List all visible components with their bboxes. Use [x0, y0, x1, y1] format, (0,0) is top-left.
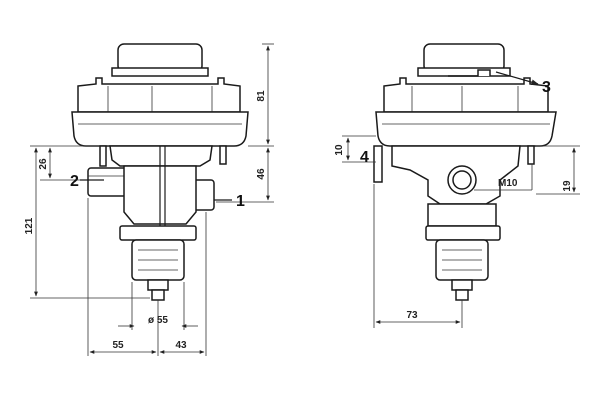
callout-2: 2 [70, 173, 79, 190]
dim-43: 43 [175, 340, 187, 351]
dimension-labels: 81 46 26 121 55 43 ø 55 10 19 73 M10 [24, 90, 573, 351]
dim-19: 19 [562, 180, 573, 192]
dim-46: 46 [256, 168, 267, 180]
dim-55: 55 [112, 340, 124, 351]
dim-81: 81 [256, 90, 267, 102]
dim-121: 121 [24, 217, 35, 234]
left-view [71, 43, 249, 301]
dim-73: 73 [406, 310, 418, 321]
callout-4: 4 [360, 149, 369, 166]
dim-diameter-55: ø 55 [148, 315, 168, 326]
dim-10: 10 [334, 144, 345, 156]
dim-m10: M10 [498, 178, 518, 189]
left-dimensions [30, 43, 274, 356]
callout-1: 1 [236, 193, 245, 210]
callout-3: 3 [542, 79, 551, 96]
callout-labels: 1 2 3 4 [70, 79, 551, 210]
right-view [373, 43, 557, 301]
right-dimensions [342, 71, 580, 328]
dim-26: 26 [38, 158, 49, 170]
